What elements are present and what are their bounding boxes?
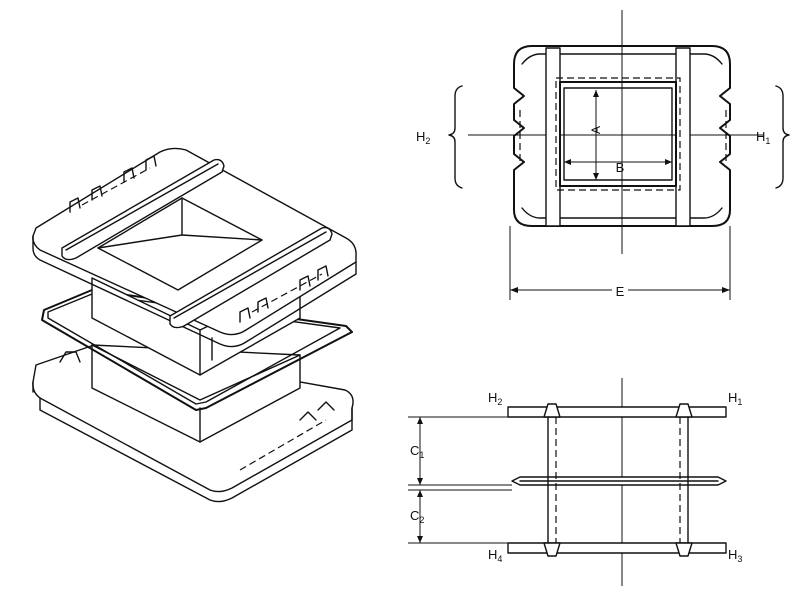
center-separator-side bbox=[511, 476, 727, 486]
left-brace bbox=[448, 85, 463, 189]
label-e: E bbox=[616, 284, 625, 299]
label-h2-top: H2 bbox=[416, 129, 430, 146]
flange-outline bbox=[513, 45, 731, 227]
dimension-e: E bbox=[509, 226, 731, 300]
right-brace bbox=[775, 85, 790, 189]
side-view: C1 C2 H2 H1 H4 H3 bbox=[408, 378, 742, 586]
label-c1: C1 bbox=[410, 443, 424, 460]
lower-body bbox=[91, 344, 301, 443]
dimension-a: A bbox=[589, 90, 603, 180]
label-a: A bbox=[589, 126, 603, 134]
window-opening bbox=[559, 81, 677, 187]
dimension-c1: C1 bbox=[408, 416, 512, 486]
top-view: A B E H2 H1 bbox=[416, 10, 790, 300]
isometric-bobbin-view bbox=[32, 147, 357, 503]
label-h1-top: H1 bbox=[756, 129, 770, 146]
bottom-flange-side bbox=[507, 542, 727, 557]
upper-body bbox=[91, 277, 301, 376]
right-rail bbox=[675, 47, 691, 227]
label-h1-side: H1 bbox=[728, 390, 742, 407]
dimension-b: B bbox=[564, 159, 672, 175]
label-c2: C2 bbox=[410, 508, 424, 525]
top-flange bbox=[32, 147, 357, 348]
label-b: B bbox=[616, 160, 625, 175]
label-h2-side: H2 bbox=[488, 390, 502, 407]
left-rail bbox=[545, 47, 561, 227]
label-h4-side: H4 bbox=[488, 547, 502, 564]
dimension-c2: C2 bbox=[408, 489, 512, 544]
label-h3-side: H3 bbox=[728, 547, 742, 564]
top-flange-side bbox=[507, 403, 727, 418]
